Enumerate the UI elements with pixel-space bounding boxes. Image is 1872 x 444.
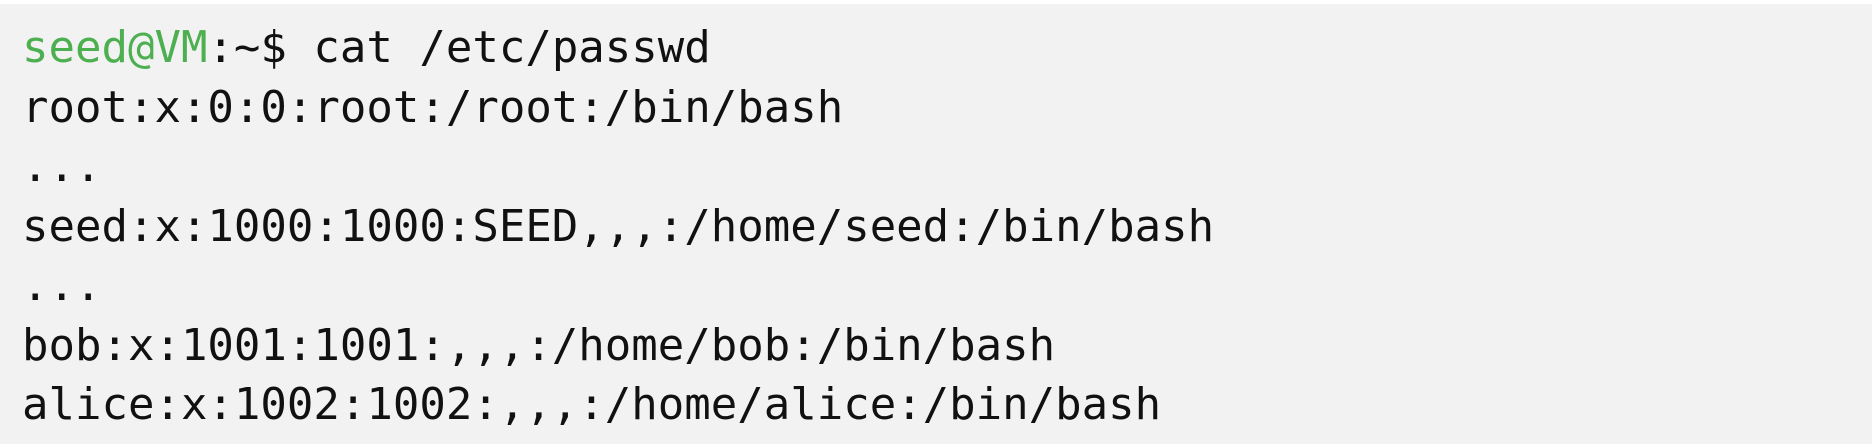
output-line: alice:x:1002:1002:,,,:/home/alice:/bin/b… (22, 379, 1162, 430)
command-text: cat /etc/passwd (313, 22, 711, 73)
output-line: bob:x:1001:1001:,,,:/home/bob:/bin/bash (22, 319, 1056, 371)
output-line: root:x:0:0:root:/root:/bin/bash (22, 81, 844, 133)
output-line: ... (22, 260, 102, 311)
prompt-user: seed@VM (22, 22, 208, 73)
prompt-suffix: :~$ (207, 22, 314, 73)
output-line: ... (22, 141, 102, 192)
command-line: seed@VM:~$ cat /etc/passwd (22, 18, 1872, 78)
terminal-window[interactable]: seed@VM:~$ cat /etc/passwd root:x:0:0:ro… (0, 4, 1872, 444)
output-line: seed:x:1000:1000:SEED,,,:/home/seed:/bin… (22, 200, 1215, 252)
